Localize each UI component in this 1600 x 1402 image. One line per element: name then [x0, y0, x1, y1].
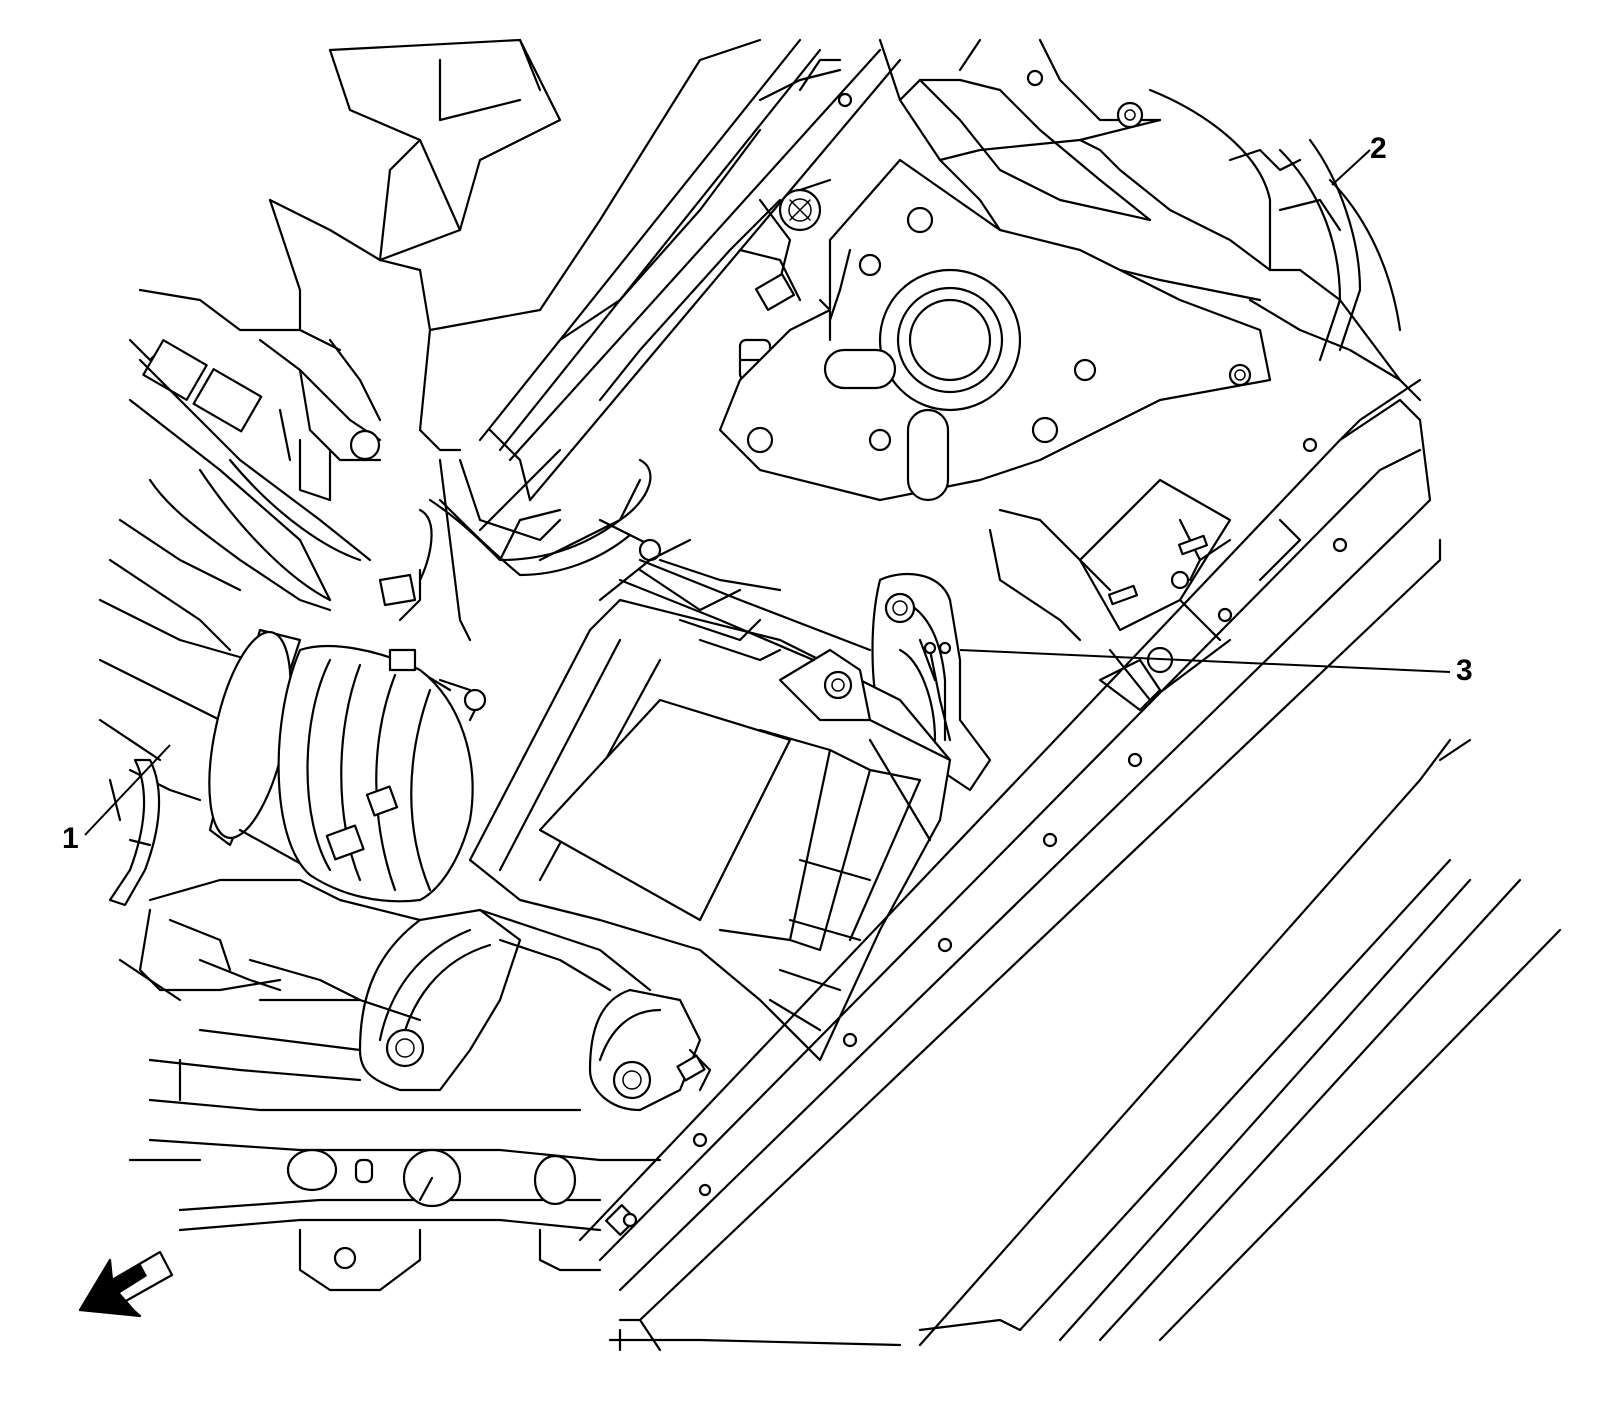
wiring-harness: [428, 448, 662, 577]
left-lower-body: [98, 598, 252, 907]
callouts: 1 2 3: [62, 132, 1473, 855]
transmission-housing: [468, 538, 952, 1062]
mount-bracket-plate: [718, 38, 1422, 502]
rocker-panel: [578, 378, 1442, 1352]
door-panel-lines: [918, 738, 1562, 1347]
lower-mounts: [358, 908, 712, 1112]
left-strut-assembly: [108, 288, 382, 652]
crossmember: [118, 878, 662, 1292]
transmission-mount: [871, 572, 992, 792]
side-bracket: [988, 478, 1232, 642]
frame-rail: [438, 38, 902, 642]
callout-3-label: 3: [1456, 654, 1473, 687]
callout-2-label: 2: [1370, 132, 1387, 165]
air-intake-duct: [208, 508, 487, 903]
callout-3-leader: [959, 649, 1451, 673]
upper-left-panels: [268, 38, 762, 452]
callout-1-label: 1: [62, 822, 79, 855]
callout-2-leader: [1331, 149, 1371, 186]
front-arrow-icon: [78, 1250, 174, 1318]
callout-1-leader: [84, 744, 171, 836]
